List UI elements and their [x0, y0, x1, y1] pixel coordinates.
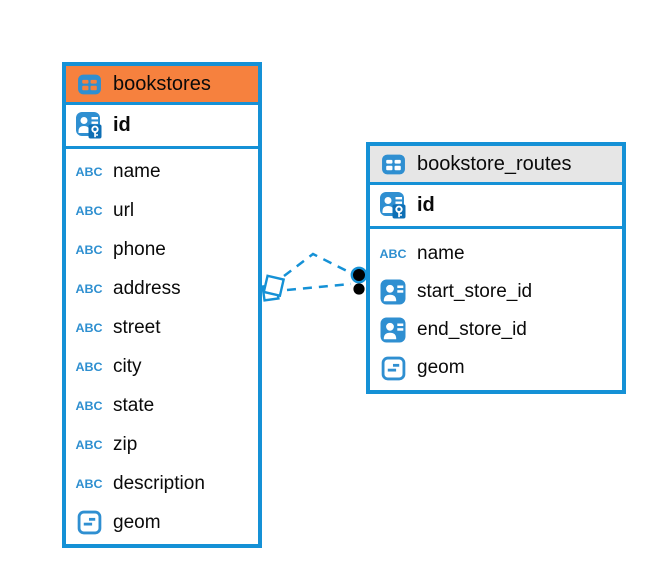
column-row-geom[interactable]: geom — [370, 349, 622, 387]
text-type-icon: ABC — [75, 281, 103, 296]
column-name: name — [113, 160, 161, 182]
relationship-line-lower[interactable] — [286, 282, 352, 292]
column-list: ABC name start_store_id end_store_id geo… — [370, 229, 622, 387]
column-row-name[interactable]: ABC name — [370, 235, 622, 273]
column-row-address[interactable]: ABC address — [66, 269, 258, 308]
column-row-state[interactable]: ABC state — [66, 386, 258, 425]
primary-key-icon — [74, 111, 104, 141]
column-name: address — [113, 277, 181, 299]
column-row-geom[interactable]: geom — [66, 503, 258, 542]
geometry-type-icon — [378, 356, 408, 381]
geometry-type-icon — [74, 510, 104, 535]
column-name: name — [417, 243, 465, 264]
column-name: url — [113, 199, 135, 221]
column-name: description — [113, 472, 205, 494]
text-type-icon: ABC — [75, 359, 103, 374]
column-name: phone — [113, 238, 166, 260]
many-side-marker — [261, 274, 286, 302]
text-type-icon: ABC — [75, 242, 103, 257]
text-type-icon: ABC — [379, 247, 407, 261]
column-row-phone[interactable]: ABC phone — [66, 230, 258, 269]
column-row-city[interactable]: ABC city — [66, 347, 258, 386]
column-row-name[interactable]: ABC name — [66, 152, 258, 191]
column-row-start-store-id[interactable]: start_store_id — [370, 273, 622, 311]
primary-key-icon — [378, 191, 408, 221]
column-name: zip — [113, 433, 138, 455]
table-icon — [74, 72, 104, 97]
column-list: ABC name ABC url ABC phone ABC address A… — [66, 149, 258, 542]
column-name: state — [113, 394, 155, 416]
text-type-icon: ABC — [75, 476, 103, 491]
column-name: geom — [113, 511, 161, 533]
one-side-marker — [350, 266, 368, 295]
text-type-icon: ABC — [75, 398, 103, 413]
reference-type-icon — [378, 317, 408, 343]
text-type-icon: ABC — [75, 437, 103, 452]
text-type-icon: ABC — [75, 164, 103, 179]
table-title: bookstores — [113, 72, 211, 95]
column-row-zip[interactable]: ABC zip — [66, 425, 258, 464]
column-name: geom — [417, 357, 465, 378]
table-icon — [378, 152, 408, 177]
column-name: street — [113, 316, 161, 338]
table-bookstores-header[interactable]: bookstores — [66, 66, 258, 105]
column-name: end_store_id — [417, 319, 527, 340]
column-row-description[interactable]: ABC description — [66, 464, 258, 503]
column-name: city — [113, 355, 142, 377]
column-name: id — [417, 194, 435, 216]
column-row-street[interactable]: ABC street — [66, 308, 258, 347]
column-row-end-store-id[interactable]: end_store_id — [370, 311, 622, 349]
table-bookstore-routes[interactable]: bookstore_routes id ABC name start_store… — [366, 142, 626, 394]
column-row-id[interactable]: id — [370, 185, 622, 229]
reference-type-icon — [378, 279, 408, 305]
table-bookstore-routes-header[interactable]: bookstore_routes — [370, 146, 622, 185]
text-type-icon: ABC — [75, 203, 103, 218]
column-name: start_store_id — [417, 281, 533, 302]
relationship-line-upper[interactable] — [283, 252, 352, 277]
table-title: bookstore_routes — [417, 152, 572, 175]
column-row-id[interactable]: id — [66, 105, 258, 149]
table-bookstores[interactable]: bookstores id ABC name ABC url ABC phone… — [62, 62, 262, 548]
column-row-url[interactable]: ABC url — [66, 191, 258, 230]
column-name: id — [113, 114, 131, 136]
text-type-icon: ABC — [75, 320, 103, 335]
